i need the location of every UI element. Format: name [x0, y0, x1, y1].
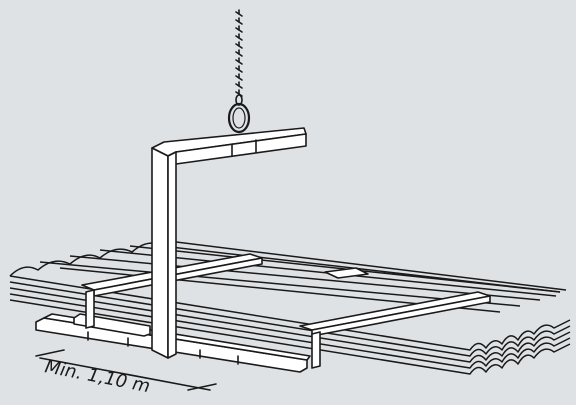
- spacer-block: [324, 267, 369, 279]
- lifting-ring-inner: [232, 107, 246, 129]
- sheet-ridge-line: [159, 239, 567, 291]
- sheet-layer: [9, 293, 571, 369]
- lifting-frame: [151, 127, 307, 359]
- sheet-layer: [9, 281, 571, 357]
- sheet-layer: [9, 287, 571, 363]
- sheet-layer: [9, 299, 571, 375]
- dimension-annotation: [35, 349, 217, 391]
- right-crossbar: [299, 291, 491, 369]
- sheet-top-crest: [9, 242, 561, 293]
- sheet-ridge-line: [69, 255, 541, 301]
- lifting-ring: [227, 102, 251, 134]
- sheet-layer: [9, 275, 571, 351]
